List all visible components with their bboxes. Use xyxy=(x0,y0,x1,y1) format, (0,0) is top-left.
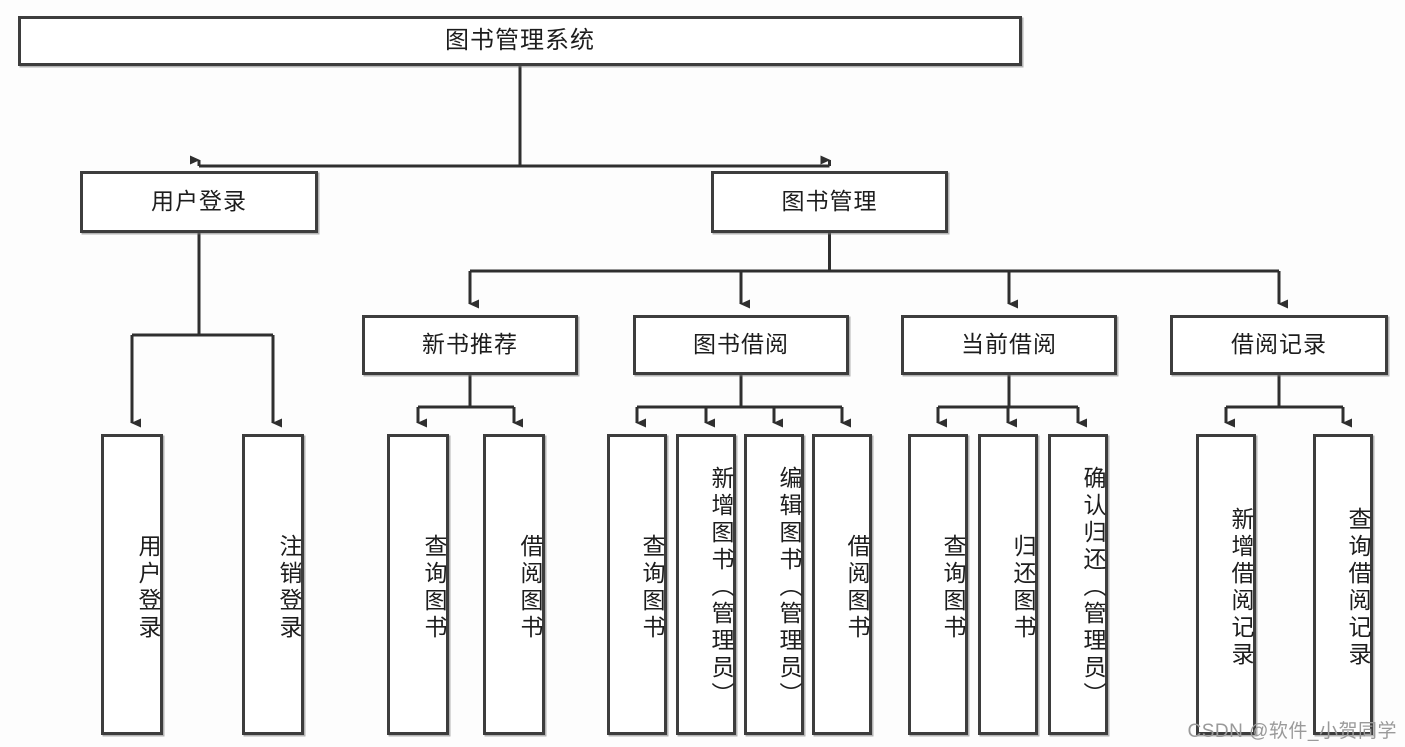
node-label: 新书推荐 xyxy=(422,331,518,358)
node-leaf-query-book-current[interactable]: 查询图书 xyxy=(908,434,968,735)
node-leaf-logout[interactable]: 注销登录 xyxy=(242,434,304,735)
node-label: 查询借阅记录 xyxy=(1345,506,1371,669)
node-label: 编辑图书（管理员） xyxy=(776,466,802,709)
node-leaf-return-book[interactable]: 归还图书 xyxy=(978,434,1038,735)
node-leaf-query-book-recommendation[interactable]: 查询图书 xyxy=(387,434,449,735)
node-label: 借阅记录 xyxy=(1231,331,1327,358)
node-borrowing-records[interactable]: 借阅记录 xyxy=(1170,315,1388,375)
node-leaf-edit-book-admin[interactable]: 编辑图书（管理员） xyxy=(744,434,804,735)
node-label: 新增借阅记录 xyxy=(1228,506,1254,669)
node-label: 查询图书 xyxy=(421,533,447,642)
node-leaf-query-book-borrowing[interactable]: 查询图书 xyxy=(607,434,667,735)
node-leaf-borrow-book-borrowing[interactable]: 借阅图书 xyxy=(812,434,872,735)
node-leaf-add-borrow-record[interactable]: 新增借阅记录 xyxy=(1196,434,1256,735)
node-label: 当前借阅 xyxy=(961,331,1057,358)
node-label: 用户登录 xyxy=(151,188,247,215)
node-label: 借阅图书 xyxy=(844,533,870,642)
node-new-book-recommendation[interactable]: 新书推荐 xyxy=(362,315,578,375)
node-label: 图书管理 xyxy=(781,188,878,215)
node-label: 注销登录 xyxy=(276,533,302,642)
node-book-borrowing[interactable]: 图书借阅 xyxy=(633,315,849,375)
node-leaf-query-borrow-record[interactable]: 查询借阅记录 xyxy=(1313,434,1373,735)
node-label: 图书管理系统 xyxy=(445,26,595,54)
csdn-watermark: CSDN @软件_小贺同学 xyxy=(1187,721,1397,742)
node-current-borrowing[interactable]: 当前借阅 xyxy=(901,315,1117,375)
node-leaf-user-login[interactable]: 用户登录 xyxy=(101,434,163,735)
node-label: 确认归还（管理员） xyxy=(1080,466,1106,709)
node-label: 图书借阅 xyxy=(693,331,789,358)
node-label: 新增图书（管理员） xyxy=(708,466,734,709)
node-label: 借阅图书 xyxy=(517,533,543,642)
node-label: 查询图书 xyxy=(639,533,665,642)
node-user-login[interactable]: 用户登录 xyxy=(80,171,318,233)
node-root[interactable]: 图书管理系统 xyxy=(18,16,1022,66)
node-leaf-confirm-return-admin[interactable]: 确认归还（管理员） xyxy=(1048,434,1108,735)
node-leaf-borrow-book-recommendation[interactable]: 借阅图书 xyxy=(483,434,545,735)
node-leaf-add-book-admin[interactable]: 新增图书（管理员） xyxy=(676,434,736,735)
node-label: 查询图书 xyxy=(940,533,966,642)
node-label: 归还图书 xyxy=(1010,533,1036,642)
node-book-management[interactable]: 图书管理 xyxy=(711,171,948,233)
node-label: 用户登录 xyxy=(135,533,161,642)
